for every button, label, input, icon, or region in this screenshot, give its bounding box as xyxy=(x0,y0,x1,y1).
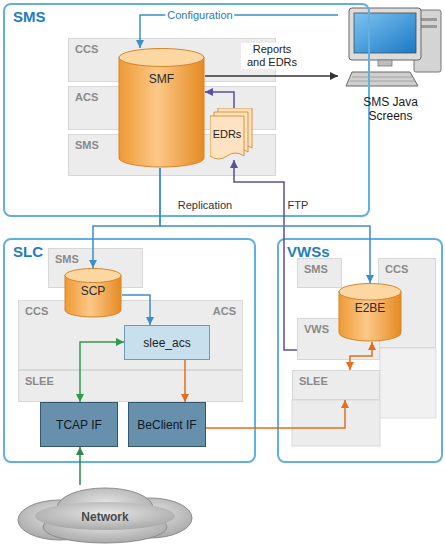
system-title: VWSs xyxy=(287,243,433,261)
connector xyxy=(76,447,84,485)
edge-label: Configuration xyxy=(165,9,234,22)
grey-band xyxy=(380,348,436,418)
node-label: TCAP IF xyxy=(56,418,102,432)
cylinder-body xyxy=(119,57,204,167)
node-label: VWS xyxy=(304,323,373,336)
node-label: SLEE xyxy=(299,375,373,388)
system-box: SLCSMS CCS ACS slee_acsSLEE SCP TCAP IF BeClie… xyxy=(3,238,256,463)
node-label: SLEE xyxy=(25,375,236,388)
network-cloud: Network xyxy=(15,485,195,543)
arrowhead xyxy=(76,447,84,455)
node-label: SMS xyxy=(75,139,269,152)
computer-icon xyxy=(346,8,441,86)
database-cylinder: SCP xyxy=(64,268,122,318)
connector-line xyxy=(206,400,345,428)
component-band: CCS ACS slee_acs xyxy=(18,300,243,370)
system-box: SMSCCSACSSMSSMFEDRs xyxy=(3,3,370,217)
node-label: SMF xyxy=(149,72,174,86)
node-label: CCS xyxy=(25,305,48,318)
workstation: SMS Java Screens xyxy=(338,3,443,127)
component-band: SLEE xyxy=(18,370,243,402)
arrowhead xyxy=(346,362,354,370)
network-cloud xyxy=(18,488,192,543)
arrowhead xyxy=(330,72,338,80)
node-label: BeClient IF xyxy=(137,418,196,432)
cylinder-shape xyxy=(118,48,205,168)
node-label: CCS xyxy=(75,43,269,56)
node-label: Network xyxy=(81,510,128,524)
interface-box: BeClient IF xyxy=(128,402,206,447)
component-band: SLEE xyxy=(292,370,380,400)
database-cylinder: SMF xyxy=(118,48,205,168)
cylinder-top xyxy=(119,49,204,67)
edge-label: FTP xyxy=(286,199,311,212)
node-label: SCP xyxy=(81,284,106,298)
edge-label: Replication xyxy=(176,199,234,212)
arrowhead xyxy=(366,275,374,283)
node-label: SMS xyxy=(304,263,335,276)
node-label: E2BE xyxy=(355,301,386,315)
node-label: slee_acs xyxy=(143,336,190,350)
connector-line xyxy=(205,75,338,77)
node-label: ACS xyxy=(213,305,236,318)
edge-label: Reports and EDRs xyxy=(241,43,303,69)
document-stack: EDRs xyxy=(210,108,254,160)
component-band: SMS xyxy=(297,258,342,288)
system-title: SLC xyxy=(13,243,246,261)
process-box: slee_acs xyxy=(124,325,210,360)
grey-band xyxy=(292,400,380,446)
interface-box: TCAP IF xyxy=(40,402,118,447)
arrowhead xyxy=(341,400,349,408)
cylinder-top xyxy=(339,284,401,301)
node-label: CCS xyxy=(385,263,429,276)
node-label: SMS xyxy=(55,253,136,266)
node-label: SMS Java Screens xyxy=(355,95,427,123)
node-label: ACS xyxy=(75,91,269,104)
node-label: EDRs xyxy=(213,128,242,141)
cylinder-top xyxy=(65,269,121,283)
system-box: VWSsSMS CCS VWS SLEE E2BE xyxy=(277,238,443,463)
database-cylinder: E2BE xyxy=(338,283,402,342)
document-page xyxy=(210,116,244,159)
